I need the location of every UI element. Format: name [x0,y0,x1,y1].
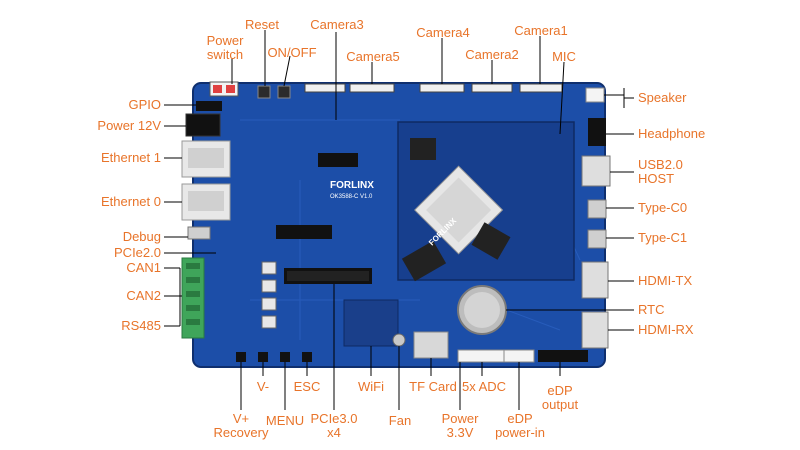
label-rs485: RS485 [121,318,161,333]
label-power-12v: Power 12V [97,118,161,133]
gpio-header [196,101,222,111]
label-type-c1: Type-C1 [638,230,688,245]
menu-button [280,352,290,362]
label-menu: MENU [265,413,305,428]
label-fan: Fan [388,413,412,428]
usb-host-port [581,155,611,187]
label-esc: ESC [293,379,321,394]
label-edp-power-in: eDP power-in [495,411,545,440]
edp-power-connector [503,349,535,363]
label-mic: MIC [552,49,576,64]
label-power-switch-text: Power switch [206,33,244,62]
memory-chip-1 [410,138,436,160]
label-ethernet0: Ethernet 0 [101,194,161,209]
label-pcie30: PCIe3.0 x4 [310,411,358,440]
hdmi-tx-port [581,261,609,299]
label-gpio: GPIO [128,97,161,112]
label-adc: 5x ADC [461,379,507,394]
type-c1-port [587,229,607,249]
label-wifi: WiFi [358,379,384,394]
tf-card-slot [413,331,449,359]
label-pcie20: PCIe2.0 [114,245,161,260]
power-jack [185,113,221,137]
label-reset: Reset [245,17,279,32]
adc-connector [457,349,505,363]
memory-chip-2 [401,240,447,282]
debug-port [187,226,211,240]
header-block [318,153,358,167]
label-rtc: RTC [638,302,665,317]
label-camera3: Camera3 [310,17,364,32]
label-speaker: Speaker [638,90,687,105]
label-vplus-recovery: V+ Recovery [213,411,269,440]
label-on-off: ON/OFF [267,45,317,60]
camera3-connector [304,83,346,93]
headphone-jack [588,118,606,146]
label-hdmi-rx: HDMI-RX [638,322,694,337]
fan-connector [392,333,406,347]
type-c0-port [587,199,607,219]
pcie20-slot [276,225,332,239]
board-model-text: OK3588-C V1.0 [330,194,373,200]
edp-connector [538,350,588,362]
label-hdmi-tx: HDMI-TX [638,273,693,288]
label-camera5: Camera5 [346,49,400,64]
camera5-connector [349,83,395,93]
label-camera2: Camera2 [465,47,519,62]
onoff-button [277,85,291,99]
label-camera4: Camera4 [416,25,470,40]
label-tf-card: TF Card [409,379,457,394]
hdmi-rx-port [581,311,609,349]
label-vminus: V- [256,379,270,394]
label-power-switch: Power switch [207,34,244,62]
speaker-connector [585,87,605,103]
label-power-33v: Power 3.3V [441,411,479,440]
recovery-button [236,352,246,362]
reset-button [257,85,271,99]
terminal-block [181,257,205,339]
board-brand-text: FORLINX [330,180,374,191]
label-debug: Debug [122,229,161,244]
label-ethernet1: Ethernet 1 [101,150,161,165]
esc-button [302,352,312,362]
label-usb-host: USB2.0 HOST [638,157,683,186]
camera1-connector [519,83,563,93]
label-edp-output: eDP output [541,383,579,412]
label-camera1: Camera1 [514,23,568,38]
camera4-connector [419,83,465,93]
camera2-connector [471,83,513,93]
label-type-c0: Type-C0 [638,200,688,215]
label-can2: CAN2 [126,288,161,303]
vminus-button [258,352,268,362]
wifi-module [343,299,399,347]
label-can1: CAN1 [126,260,161,275]
memory-chip-3 [471,222,511,260]
label-headphone: Headphone [638,126,706,141]
